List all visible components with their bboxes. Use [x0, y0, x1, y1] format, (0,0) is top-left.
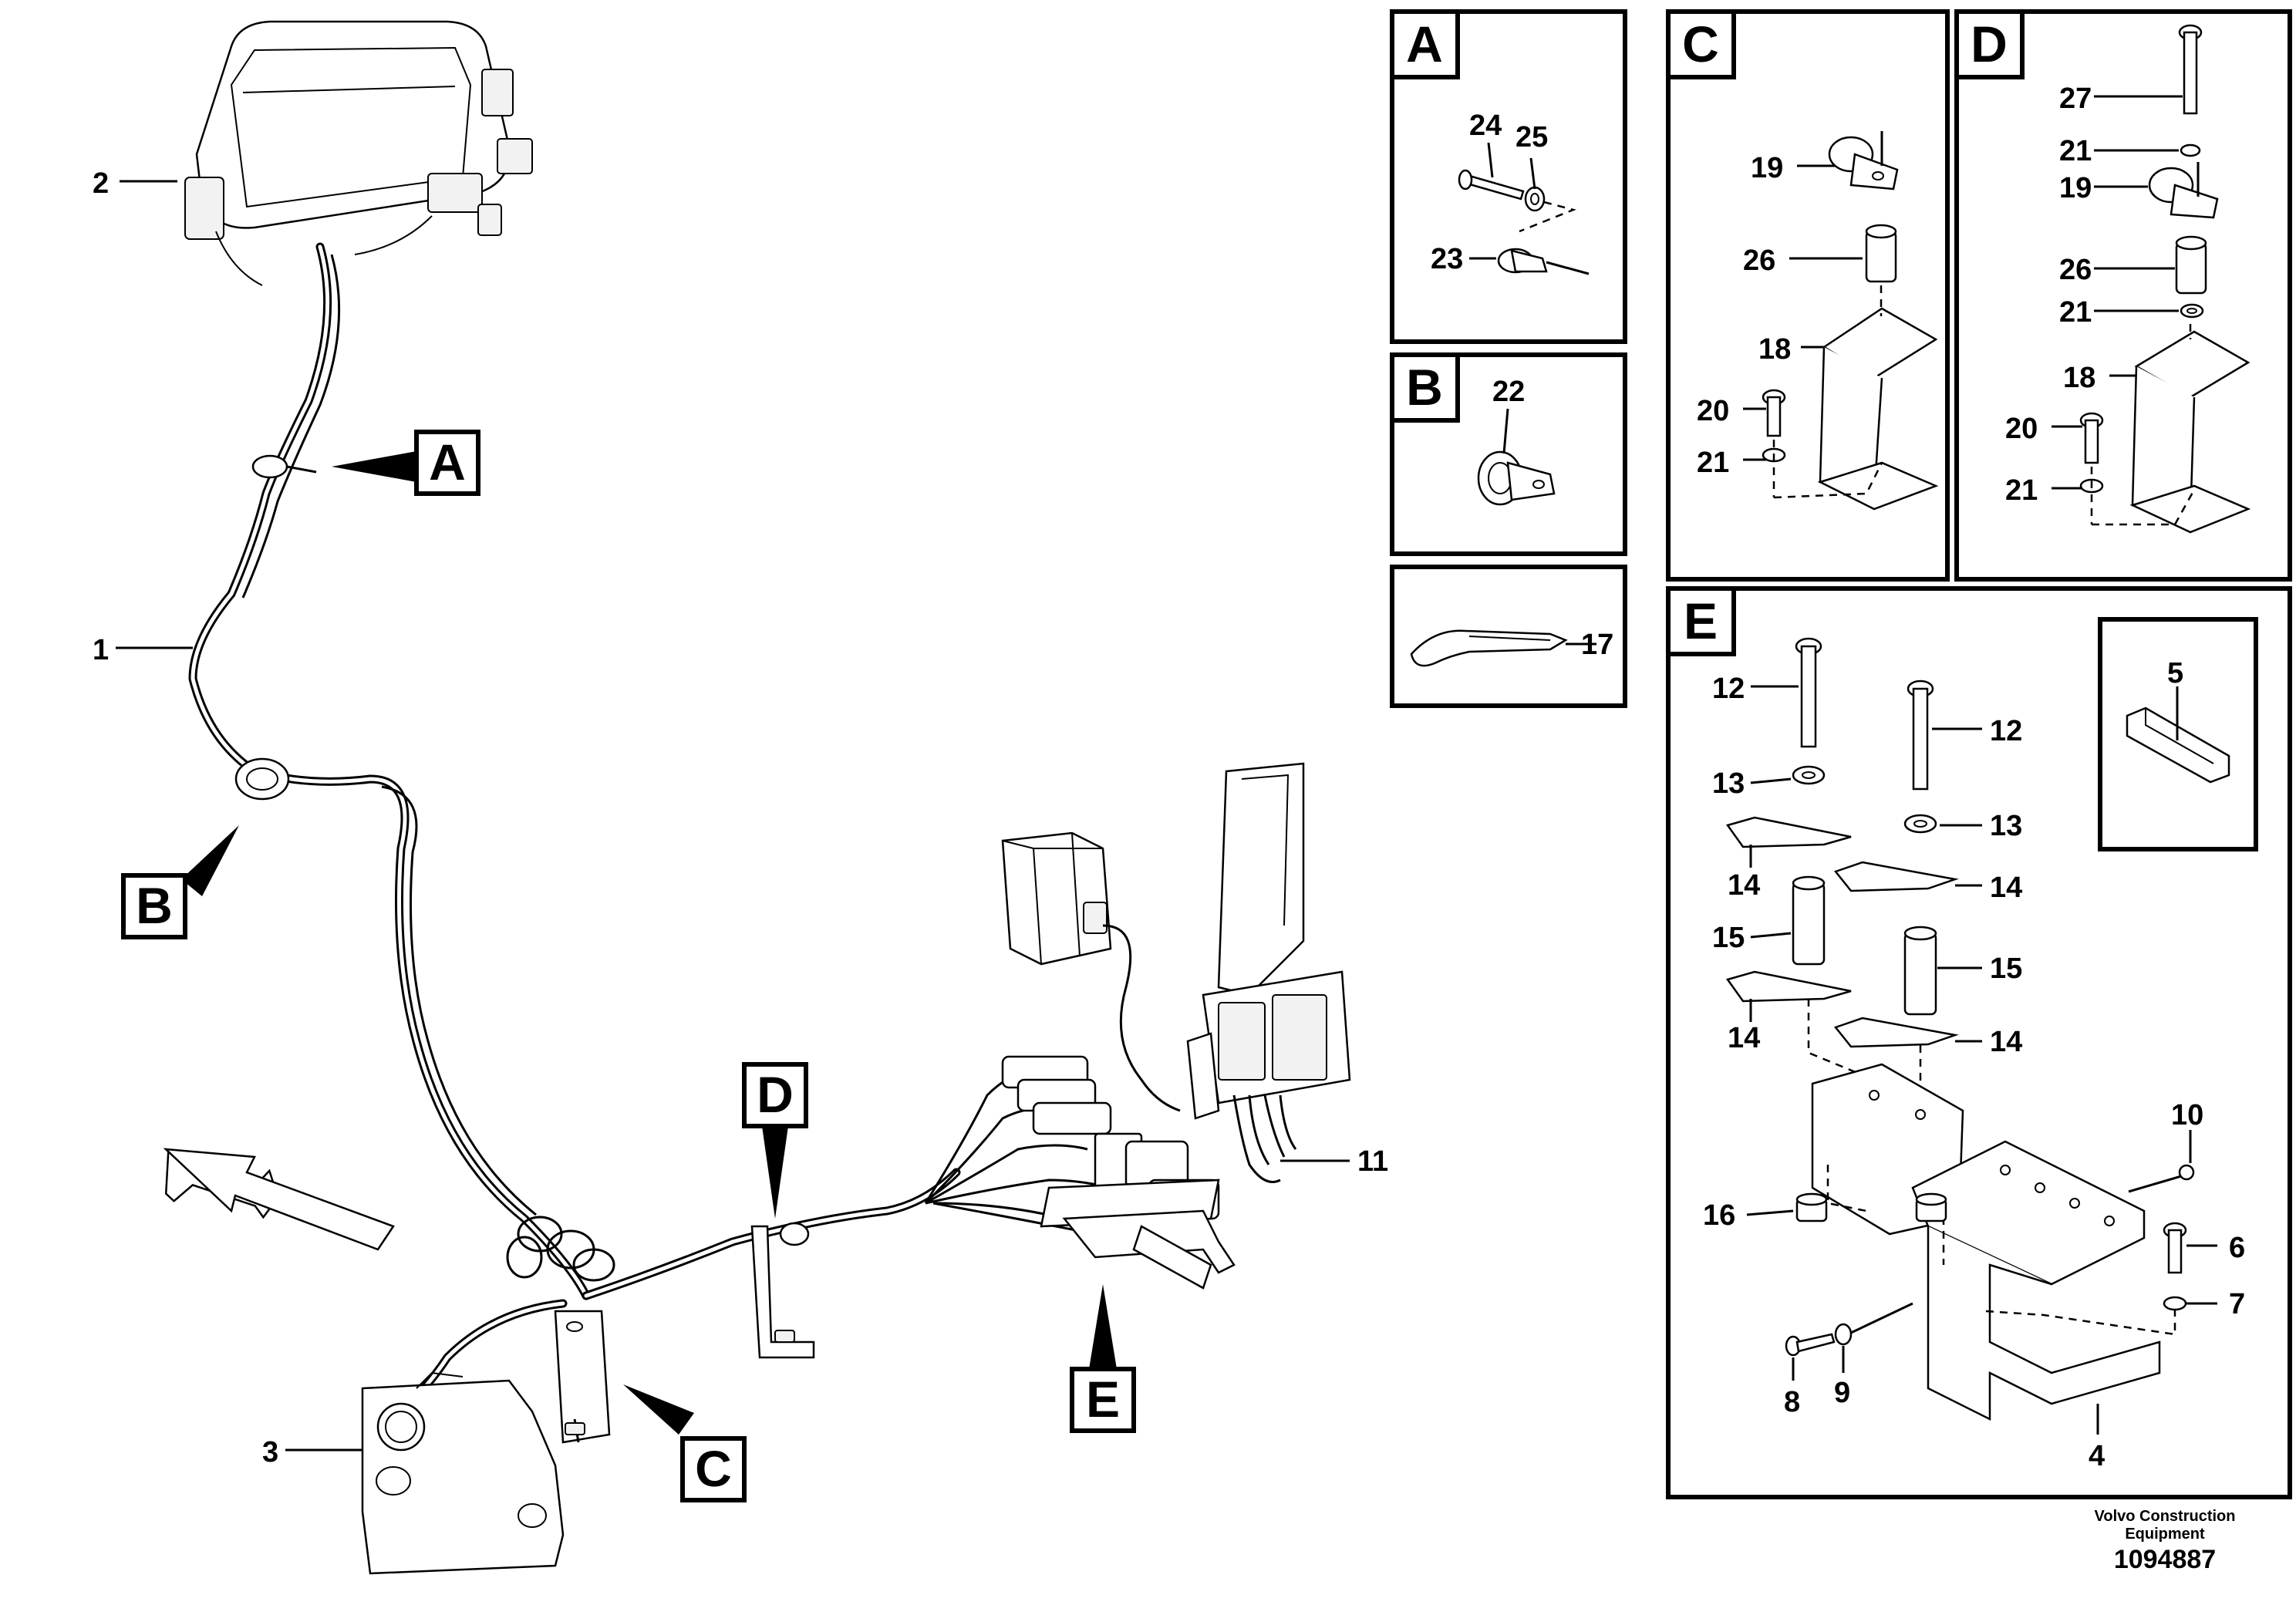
callout-20-d: 20 [2005, 413, 2038, 445]
view-pointer-b[interactable]: B [121, 825, 239, 939]
callout-16: 16 [1703, 1199, 1735, 1232]
callout-7: 7 [2229, 1288, 2245, 1320]
callout-17: 17 [1581, 629, 1613, 661]
callout-9: 9 [1834, 1377, 1850, 1409]
callout-20: 20 [1697, 395, 1729, 427]
svg-text:B: B [1406, 359, 1443, 416]
callout-15-right: 15 [1990, 953, 2022, 985]
main-assembly: 2 1 3 11 [93, 20, 1388, 1575]
callout-8: 8 [1784, 1386, 1800, 1418]
callout-12-right: 12 [1990, 715, 2022, 747]
callout-6: 6 [2229, 1232, 2245, 1264]
svg-text:E: E [1684, 592, 1718, 649]
callout-21-mid: 21 [2059, 296, 2092, 329]
callout-14-c: 14 [1728, 1022, 1760, 1054]
detail-panel-cable-tie: 17 [1390, 565, 1627, 708]
view-pointer-d[interactable]: D [742, 1062, 808, 1219]
callout-21-top: 21 [2059, 135, 2092, 167]
callout-10: 10 [2171, 1099, 2203, 1131]
callout-23: 23 [1431, 243, 1463, 275]
control-module [1001, 831, 1181, 1112]
brand-name: Volvo Construction Equipment [2094, 1508, 2236, 1543]
callout-21: 21 [1697, 447, 1729, 479]
relay-cluster [1001, 1055, 1220, 1228]
callout-3: 3 [262, 1436, 278, 1469]
view-pointer-e[interactable]: E [1070, 1284, 1136, 1433]
callout-4: 4 [2089, 1440, 2105, 1472]
inset-channel: 5 [2098, 617, 2258, 851]
callout-21-bottom: 21 [2005, 474, 2038, 507]
svg-text:E: E [1086, 1371, 1120, 1428]
document-number: 1094887 [2113, 1545, 2217, 1574]
callout-13-right: 13 [1990, 810, 2022, 842]
svg-text:D: D [757, 1066, 794, 1123]
callout-22: 22 [1492, 376, 1525, 408]
bracket-c [554, 1310, 611, 1444]
callout-25: 25 [1515, 121, 1548, 153]
callout-11: 11 [1357, 1145, 1388, 1178]
callout-19-d: 19 [2059, 172, 2092, 204]
callout-5: 5 [2167, 657, 2183, 690]
callout-12-left: 12 [1712, 673, 1745, 705]
harness-clip-a [251, 454, 317, 479]
callout-26-d: 26 [2059, 254, 2092, 286]
svg-text:D: D [1971, 15, 2008, 73]
detail-panel-a: A 24 25 23 [1390, 9, 1627, 344]
svg-text:A: A [429, 433, 466, 491]
callout-24: 24 [1469, 110, 1502, 142]
svg-text:A: A [1406, 15, 1443, 73]
callout-14-b: 14 [1990, 872, 2022, 904]
view-pointer-c[interactable]: C [623, 1384, 747, 1502]
harness-grommet-b [234, 757, 290, 801]
callout-14-a: 14 [1728, 869, 1760, 902]
callout-2: 2 [93, 167, 109, 200]
detail-panel-c: C 19 26 18 20 21 [1666, 9, 1950, 582]
callout-19: 19 [1751, 152, 1783, 184]
svg-text:C: C [1682, 15, 1719, 73]
footer: Volvo Construction Equipment 1094887 [2080, 1508, 2250, 1575]
detail-panel-b: B 22 [1390, 352, 1627, 556]
callout-26: 26 [1743, 244, 1775, 277]
callout-15-left: 15 [1712, 922, 1745, 954]
fuse-box-bracket [1186, 762, 1351, 1183]
connector-bracket [361, 1371, 565, 1575]
callout-1: 1 [93, 634, 109, 666]
detail-panel-d: D 27 21 [1954, 9, 2292, 582]
callout-13-left: 13 [1712, 767, 1745, 800]
instrument-cluster [184, 20, 533, 286]
callout-27: 27 [2059, 83, 2092, 115]
callout-18-d: 18 [2063, 362, 2095, 394]
view-pointer-a[interactable]: A [332, 430, 480, 496]
svg-text:C: C [695, 1440, 732, 1497]
bracket-d [750, 1222, 815, 1359]
detail-panel-e: E 5 [1666, 586, 2292, 1499]
svg-text:B: B [136, 877, 173, 934]
harness-loops [506, 1216, 615, 1282]
callout-18: 18 [1758, 333, 1791, 366]
base-plate [1062, 1209, 1236, 1290]
callout-14-d: 14 [1990, 1026, 2022, 1058]
